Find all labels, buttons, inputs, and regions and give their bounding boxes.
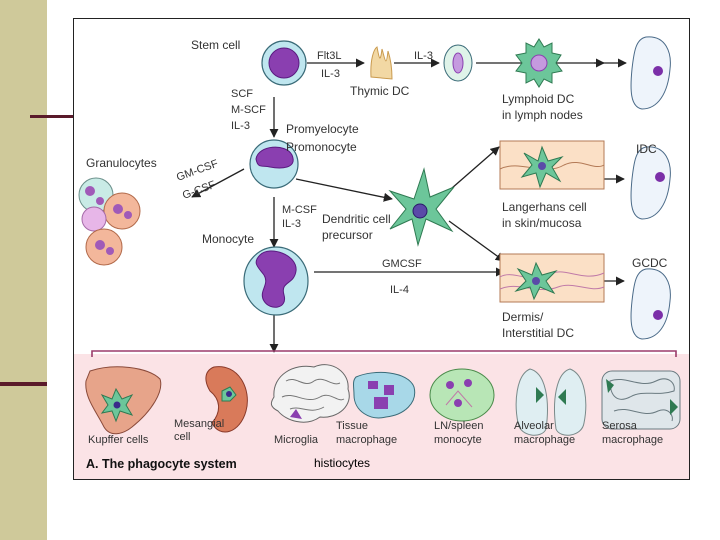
alveolar-lung-icon [515, 368, 587, 436]
granulocytes-label: Granulocytes [86, 156, 157, 170]
thymic-dc-icon [370, 46, 393, 80]
il4-label: IL-4 [390, 284, 409, 296]
serosa-label-1: Serosa [602, 420, 638, 432]
tissue-bracket [91, 350, 677, 357]
ln-spleen-monocyte-icon [429, 368, 495, 422]
il3-label-c: IL-3 [231, 120, 250, 132]
dermis-interstitial-dc-icon [499, 253, 605, 303]
tissue-macrophage-label-2: macrophage [336, 434, 397, 446]
scf-label: SCF [231, 88, 253, 100]
dermis-label-1: Dermis/ [502, 310, 544, 324]
thymic-dc-label: Thymic DC [350, 84, 410, 98]
monocyte-label: Monocyte [202, 232, 254, 246]
histiocytes-label: histiocytes [314, 456, 370, 470]
kupffer-label: Kupffer cells [88, 434, 149, 446]
mcsf-label: M-CSF [282, 204, 317, 216]
il3-label-a: IL-3 [321, 68, 340, 80]
langerhans-label-1: Langerhans cell [502, 200, 587, 214]
gcdc-final-icon [630, 268, 671, 340]
tissue-macrophage-icon [353, 371, 416, 419]
lymphoid-dc-icon [515, 38, 563, 88]
figure-caption: A. The phagocyte system [86, 457, 237, 471]
alveolar-label-1: Alveolar [514, 420, 554, 432]
gcsf-label: G-CSF [181, 179, 218, 202]
lymphoid-dc-final-icon [630, 36, 671, 110]
granulocytes-icon [78, 177, 141, 266]
dc-precursor-label-2: precursor [322, 228, 373, 242]
promyelocyte-icon [249, 139, 299, 189]
idc-label: IDC [636, 142, 657, 156]
flt3l-label: Flt3L [317, 50, 341, 62]
slide-accent-rule-bottom [0, 382, 47, 386]
gmcsf-b-label: GMCSF [382, 258, 422, 270]
dc-precursor-label-1: Dendritic cell [322, 212, 391, 226]
dermis-label-2: Interstitial DC [502, 326, 574, 340]
microglia-label: Microglia [274, 434, 319, 446]
alveolar-label-2: macrophage [514, 434, 575, 446]
promonocyte-label: Promonocyte [286, 140, 357, 154]
il3-label-b: IL-3 [414, 50, 433, 62]
monocyte-icon [243, 246, 309, 316]
kupffer-liver-icon [85, 366, 162, 435]
diagram-canvas: Stem cell Flt3L IL-3 IL-3 Thymic DC SCF … [74, 36, 689, 479]
serosa-label-2: macrophage [602, 434, 663, 446]
langerhans-label-2: in skin/mucosa [502, 216, 582, 230]
ln-spleen-label-1: LN/spleen [434, 420, 484, 432]
lymphoid-dc-label-2: in lymph nodes [502, 108, 583, 122]
lymphoid-dc-label-1: Lymphoid DC [502, 92, 575, 106]
idc-final-icon [630, 146, 671, 220]
lymphoid-precursor-icon [443, 44, 473, 82]
tissue-macrophage-label-1: Tissue [336, 420, 368, 432]
dendritic-cell-precursor-icon [388, 167, 455, 247]
gcdc-label: GCDC [632, 256, 668, 270]
serosa-intestine-icon [601, 370, 681, 430]
microglia-brain-icon [270, 364, 350, 423]
promyelocyte-label: Promyelocyte [286, 122, 359, 136]
slide-accent-rule-top [30, 115, 75, 118]
stem-cell-label: Stem cell [191, 38, 240, 52]
slide-side-band [0, 0, 47, 540]
il3-label-d: IL-3 [282, 218, 301, 230]
stem-cell-icon [261, 40, 307, 86]
langerhans-cell-icon [499, 140, 605, 190]
mesangial-kidney-icon [205, 366, 248, 433]
mesangial-label-1: Mesangial [174, 418, 224, 430]
phagocyte-system-diagram: Stem cell Flt3L IL-3 IL-3 Thymic DC SCF … [73, 18, 690, 480]
mscf-label: M-SCF [231, 104, 266, 116]
mesangial-label-2: cell [174, 431, 191, 443]
ln-spleen-label-2: monocyte [434, 434, 482, 446]
